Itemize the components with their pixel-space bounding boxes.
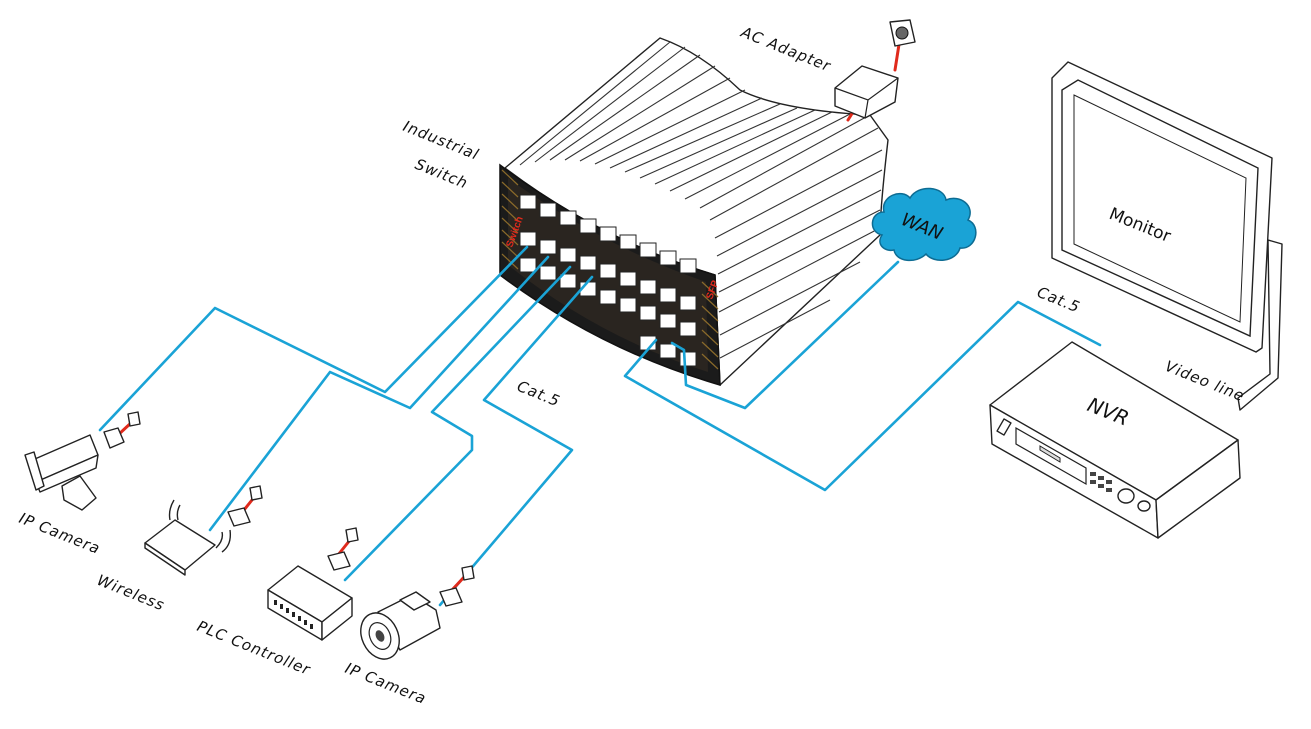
label-industrial: Industrial — [401, 117, 482, 164]
cable-ip-camera-1 — [98, 245, 529, 432]
monitor — [1051, 61, 1283, 411]
label-wireless: Wireless — [95, 571, 168, 614]
industrial-switch: Switch SFP — [499, 37, 889, 387]
cable-nvr — [623, 300, 1102, 492]
wall-outlet-icon — [889, 19, 916, 47]
label-ip-camera-2: IP Camera — [343, 659, 430, 708]
cable-wireless — [208, 255, 550, 532]
label-switch: Switch — [413, 155, 471, 193]
nvr — [989, 341, 1241, 539]
label-cat5-right: Cat.5 — [1035, 283, 1083, 316]
ethernet-cables — [98, 245, 1102, 607]
wan-cloud-icon — [871, 187, 977, 262]
wireless-router-icon — [144, 485, 263, 576]
label-ip-camera-1: IP Camera — [17, 509, 104, 558]
cable-plc — [343, 265, 572, 582]
plc-controller-icon — [267, 527, 359, 641]
label-cat5-left: Cat.5 — [515, 377, 563, 410]
label-plc-controller: PLC Controller — [195, 617, 314, 679]
ip-camera-icon — [24, 411, 141, 511]
label-video-line: Video line — [1163, 357, 1248, 405]
ip-camera-2-icon — [360, 565, 475, 660]
ac-adapter — [834, 19, 916, 122]
label-ac-adapter: AC Adapter — [738, 23, 834, 76]
cable-wan — [670, 260, 900, 410]
cable-ip-camera-2 — [438, 275, 594, 607]
